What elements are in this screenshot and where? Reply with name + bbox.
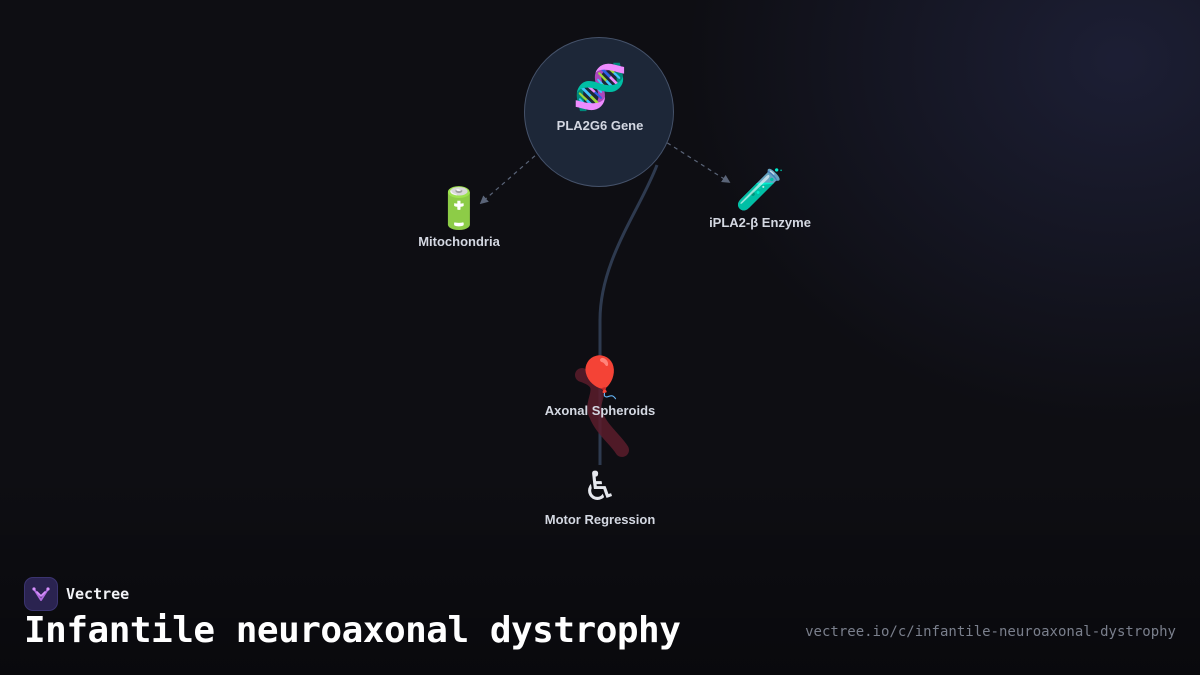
node-pla2g6-gene[interactable]: 🧬 PLA2G6 Gene <box>557 62 644 133</box>
battery-icon: 🔋 <box>434 186 484 232</box>
edge-hub-to-spheroids <box>598 164 659 465</box>
node-iplA2-enzyme[interactable]: 🧪 iPLA2-β Enzyme <box>709 167 811 230</box>
node-label: iPLA2-β Enzyme <box>709 215 811 230</box>
node-label: Mitochondria <box>418 234 500 249</box>
page-title: Infantile neuroaxonal dystrophy <box>24 610 681 651</box>
dna-icon: 🧬 <box>572 63 628 112</box>
node-mitochondria[interactable]: 🔋 Mitochondria <box>418 186 500 249</box>
brand[interactable]: Vectree <box>24 577 129 611</box>
page-url[interactable]: vectree.io/c/infantile-neuroaxonal-dystr… <box>805 624 1176 640</box>
hub-circle <box>524 37 674 187</box>
test-tube-icon: 🧪 <box>735 167 785 213</box>
node-axonal-spheroids[interactable]: 🎈 Axonal Spheroids <box>545 355 656 418</box>
balloon-icon: 🎈 <box>575 355 625 401</box>
vectree-logo-icon <box>24 577 58 611</box>
node-motor-regression[interactable]: ♿ Motor Regression <box>545 464 656 527</box>
node-label: Axonal Spheroids <box>544 403 656 418</box>
brand-name: Vectree <box>66 585 130 603</box>
ribbon-decoration <box>575 368 629 457</box>
node-label: PLA2G6 Gene <box>556 118 644 133</box>
wheelchair-icon: ♿ <box>582 464 618 510</box>
node-label: Motor Regression <box>544 512 656 527</box>
